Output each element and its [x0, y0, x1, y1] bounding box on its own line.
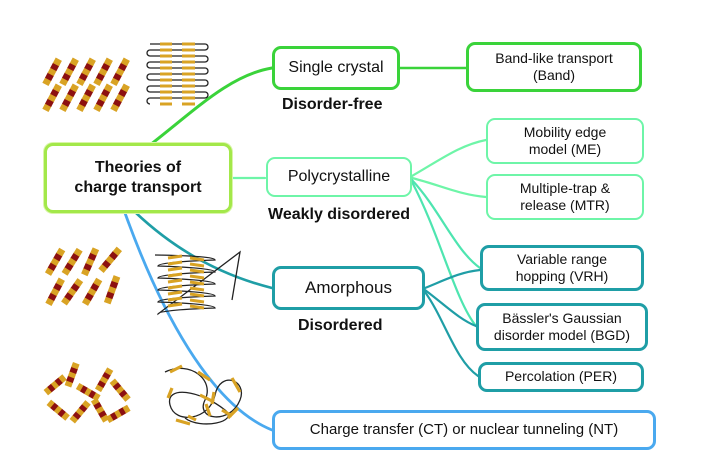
disordered-molecules-icon [43, 362, 131, 424]
connector-poly-mtr [410, 176, 488, 199]
connector-amorphous-per [423, 290, 480, 378]
amorphous-label: Amorphous [305, 278, 392, 298]
me-line-2: model (ME) [528, 141, 602, 157]
ordered-polymer-chain-icon [146, 42, 209, 106]
charge-transfer-node: Charge transfer (CT) or nuclear tunnelin… [272, 410, 656, 450]
partially-ordered-polymer-icon [154, 250, 241, 316]
root-line-2: charge transport [74, 179, 202, 196]
percolation-node: Percolation (PER) [478, 362, 644, 392]
disorder-free-caption: Disorder-free [282, 96, 383, 113]
connector-root-charge-transfer [123, 211, 274, 432]
gaussian-disorder-node: Bässler's Gaussian disorder model (BGD) [476, 303, 648, 351]
disordered-polymer-icon [164, 364, 243, 426]
single-crystal-label: Single crystal [288, 59, 384, 76]
band-line-1: Band-like transport [495, 49, 613, 66]
band-model-node: Band-like transport (Band) [466, 42, 642, 92]
partially-ordered-molecules-icon [44, 246, 123, 307]
amorphous-node: Amorphous [272, 266, 425, 310]
charge-transfer-label: Charge transfer (CT) or nuclear tunnelin… [309, 420, 619, 438]
connector-root-single-crystal [148, 66, 274, 147]
mtr-line-1: Multiple-trap & [519, 179, 611, 196]
polycrystalline-label: Polycrystalline [287, 168, 391, 185]
single-crystal-node: Single crystal [272, 46, 400, 90]
vrh-line-1: Variable range [516, 250, 607, 267]
ordered-molecule-crystal-icon [42, 57, 130, 113]
connector-amorphous-bgd [423, 288, 478, 328]
vrh-line-2: hopping (VRH) [515, 268, 609, 284]
bgd-line-1: Bässler's Gaussian [502, 309, 622, 326]
bgd-line-2: disorder model (BGD) [493, 327, 631, 343]
mobility-edge-node: Mobility edge model (ME) [486, 118, 644, 164]
disordered-caption: Disordered [298, 317, 383, 334]
root-line-1: Theories of [94, 159, 182, 176]
per-line-1: Percolation (PER) [504, 368, 618, 385]
me-line-1: Mobility edge [523, 123, 607, 140]
connector-amorphous-vrh [423, 268, 482, 290]
mtr-line-2: release (MTR) [520, 197, 610, 213]
multiple-trap-release-node: Multiple-trap & release (MTR) [486, 174, 644, 220]
polycrystalline-node: Polycrystalline [266, 157, 412, 197]
connector-poly-me [410, 138, 488, 178]
connector-poly-bgd [410, 180, 478, 328]
weakly-disordered-caption: Weakly disordered [268, 206, 410, 223]
connector-poly-vrh [410, 178, 482, 270]
root-node: Theories of charge transport [44, 143, 232, 213]
variable-range-hopping-node: Variable range hopping (VRH) [480, 245, 644, 291]
band-line-2: (Band) [532, 67, 575, 83]
